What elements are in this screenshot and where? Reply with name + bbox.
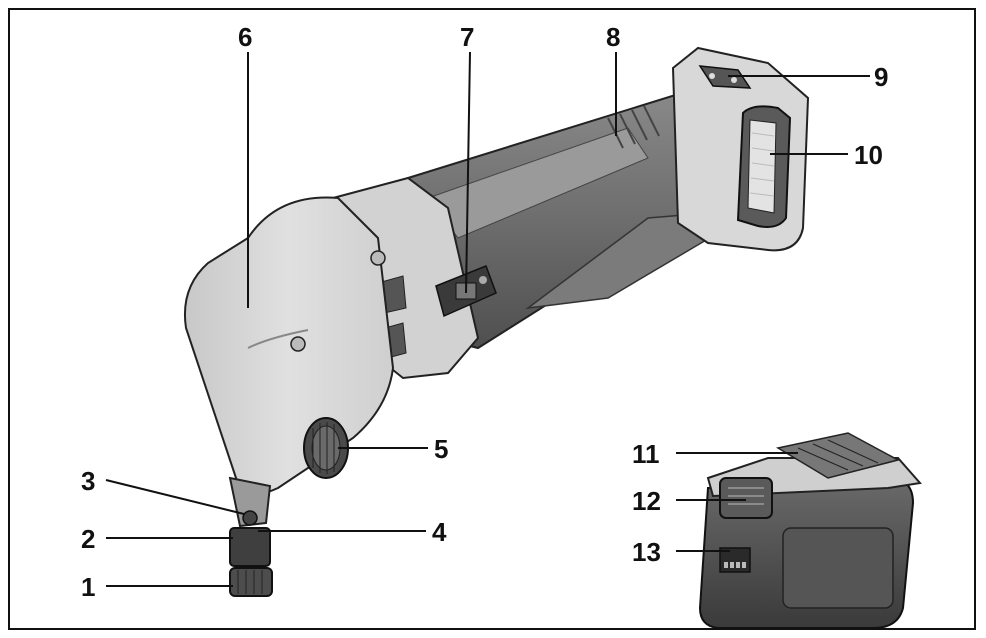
callout-10: 10: [854, 140, 883, 170]
battery-pack: [698, 432, 922, 629]
charge-indicator: [698, 65, 752, 89]
callout-6: 6: [238, 22, 252, 52]
callout-13: 13: [632, 537, 661, 567]
callout-5: 5: [434, 434, 448, 464]
callout-2: 2: [81, 524, 95, 554]
callout-leaders: [105, 51, 870, 587]
callout-12: 12: [632, 486, 661, 516]
callout-7: 7: [460, 22, 474, 52]
die-nut: [229, 567, 273, 597]
die: [229, 527, 271, 567]
punch: [242, 510, 258, 526]
die-rotation-knob: [303, 417, 349, 479]
callout-3: 3: [81, 466, 95, 496]
battery-unlock-button: [719, 477, 773, 519]
diagram-frame: 1 2 3 4 5 6 7 8 9 10 11 12 13: [8, 8, 976, 630]
head-screw: [370, 250, 386, 266]
leader-7: [465, 51, 471, 294]
callout-11: 11: [632, 439, 660, 469]
callout-1: 1: [81, 572, 95, 602]
callout-8: 8: [606, 22, 620, 52]
callout-4: 4: [432, 517, 447, 547]
battery-side-panel: [782, 527, 894, 609]
leader-3: [105, 479, 245, 515]
callout-9: 9: [874, 62, 888, 92]
callout-labels: 1 2 3 4 5 6 7 8 9 10 11 12 13: [81, 22, 888, 602]
nibbler-tool: [184, 46, 810, 597]
head-screw: [290, 336, 306, 352]
cutting-head-housing: [184, 196, 395, 495]
